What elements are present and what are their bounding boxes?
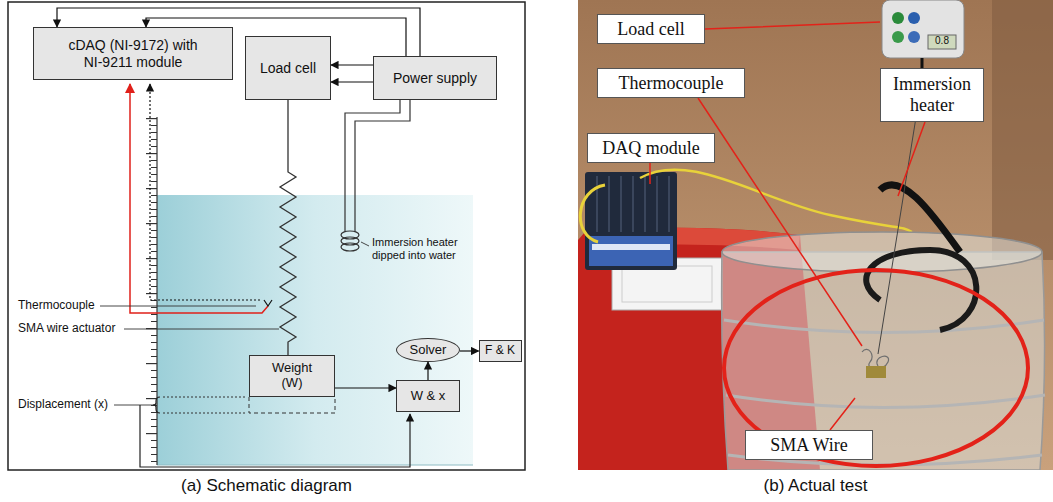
node-text: Weight (W) xyxy=(267,361,317,391)
part-label: SMA wire actuator xyxy=(18,322,115,336)
panel-caption-box: (b) Actual test xyxy=(578,476,1053,496)
tank-ribs xyxy=(724,320,1045,465)
device-button xyxy=(892,31,904,43)
load-cell-screen xyxy=(928,35,956,49)
heater-wire xyxy=(355,100,410,232)
daq-box: cDAQ (NI-9172) with NI-9211 module xyxy=(33,27,233,80)
load-cell-box: Load cell xyxy=(245,36,331,100)
highlight-ellipse xyxy=(724,270,1028,466)
connector-arrow xyxy=(331,64,373,65)
daq-band xyxy=(589,236,673,266)
part-label-box: Thermocouple xyxy=(18,299,95,313)
load-cell-device xyxy=(882,0,964,58)
displacement-signal xyxy=(140,405,410,467)
callout-box: DAQ module xyxy=(587,133,715,163)
leader-line xyxy=(114,405,154,406)
thermocouple-wire xyxy=(130,84,268,313)
power-supply-box: Power supply xyxy=(373,56,497,100)
node-text: Power supply xyxy=(393,70,477,86)
water-tank xyxy=(157,195,473,465)
wall xyxy=(578,0,1053,470)
display-reading: 0.8 xyxy=(930,35,954,47)
node-text: Solver xyxy=(410,343,447,358)
callout-box: Immersion heater xyxy=(880,68,984,122)
leader-line xyxy=(124,329,279,330)
part-label: Thermocouple xyxy=(18,299,95,313)
weight xyxy=(866,366,886,378)
part-label: Displacement (x) xyxy=(18,398,108,412)
display-reading-box: 0.8 xyxy=(930,35,954,47)
thermocouple-tip xyxy=(264,300,272,306)
bracket xyxy=(153,397,160,413)
daq-slots xyxy=(597,176,669,232)
panel-caption: (a) Schematic diagram xyxy=(8,476,525,496)
heater-wire xyxy=(345,100,400,232)
panel-caption-box: (a) Schematic diagram xyxy=(8,476,525,496)
wall-shadow xyxy=(992,0,1053,260)
displaced-weight-outline xyxy=(249,397,335,413)
immersion-heater xyxy=(866,250,976,330)
sma-spring xyxy=(280,100,296,355)
node-text: DAQ module xyxy=(602,138,700,159)
node-text: cDAQ (NI-9172) with NI-9211 module xyxy=(63,37,203,69)
node-text: Load cell xyxy=(617,19,684,40)
daq-band-stripe xyxy=(592,244,670,250)
tank-rim xyxy=(722,232,1042,272)
part-label-box: SMA wire actuator xyxy=(18,322,115,336)
callout-box: SMA Wire xyxy=(745,430,873,460)
glass-tank xyxy=(722,252,1045,470)
device-button xyxy=(892,12,904,24)
connector-arrow xyxy=(331,81,373,82)
device-button xyxy=(908,31,920,43)
node-text: Thermocouple xyxy=(619,73,724,94)
heater-coil xyxy=(341,243,359,251)
node-text: F & K xyxy=(485,344,515,358)
device-button xyxy=(908,12,920,24)
ruler-major-ticks xyxy=(146,118,157,465)
displacement-guide xyxy=(163,397,247,413)
part-label-box: Immersion heater dipped into water xyxy=(372,236,464,261)
solver-ellipse: Solver xyxy=(396,338,460,362)
connector-arrow xyxy=(460,350,479,351)
thermocouple-cable xyxy=(580,185,605,242)
tank-bottom xyxy=(157,465,473,466)
part-label: Immersion heater dipped into water xyxy=(372,236,464,261)
result-box: F & K xyxy=(479,340,522,362)
schematic-panel xyxy=(8,2,525,470)
heater-cable xyxy=(880,185,960,252)
weight-box: Weight (W) xyxy=(249,355,335,397)
callout-box: Load cell xyxy=(597,14,705,44)
panel-caption: (b) Actual test xyxy=(578,476,1053,496)
node-text: Immersion heater xyxy=(887,74,977,115)
thermocouple-cable xyxy=(640,170,912,232)
connector-arrow xyxy=(335,387,396,388)
leader-line xyxy=(361,242,369,246)
leader-line xyxy=(100,306,256,307)
node-text: Load cell xyxy=(260,60,316,76)
input-box: W & x xyxy=(396,380,460,412)
connector-arrow xyxy=(427,362,428,380)
daq-holder-slot xyxy=(622,266,712,302)
panel-frame xyxy=(8,2,525,470)
test-photo xyxy=(578,0,1053,470)
thermocouple-signal xyxy=(150,84,262,300)
sma-wire xyxy=(862,349,889,368)
node-text: W & x xyxy=(411,389,446,404)
callout-box: Thermocouple xyxy=(597,68,745,98)
part-label-box: Displacement (x) xyxy=(18,398,108,412)
node-text: SMA Wire xyxy=(770,435,847,456)
